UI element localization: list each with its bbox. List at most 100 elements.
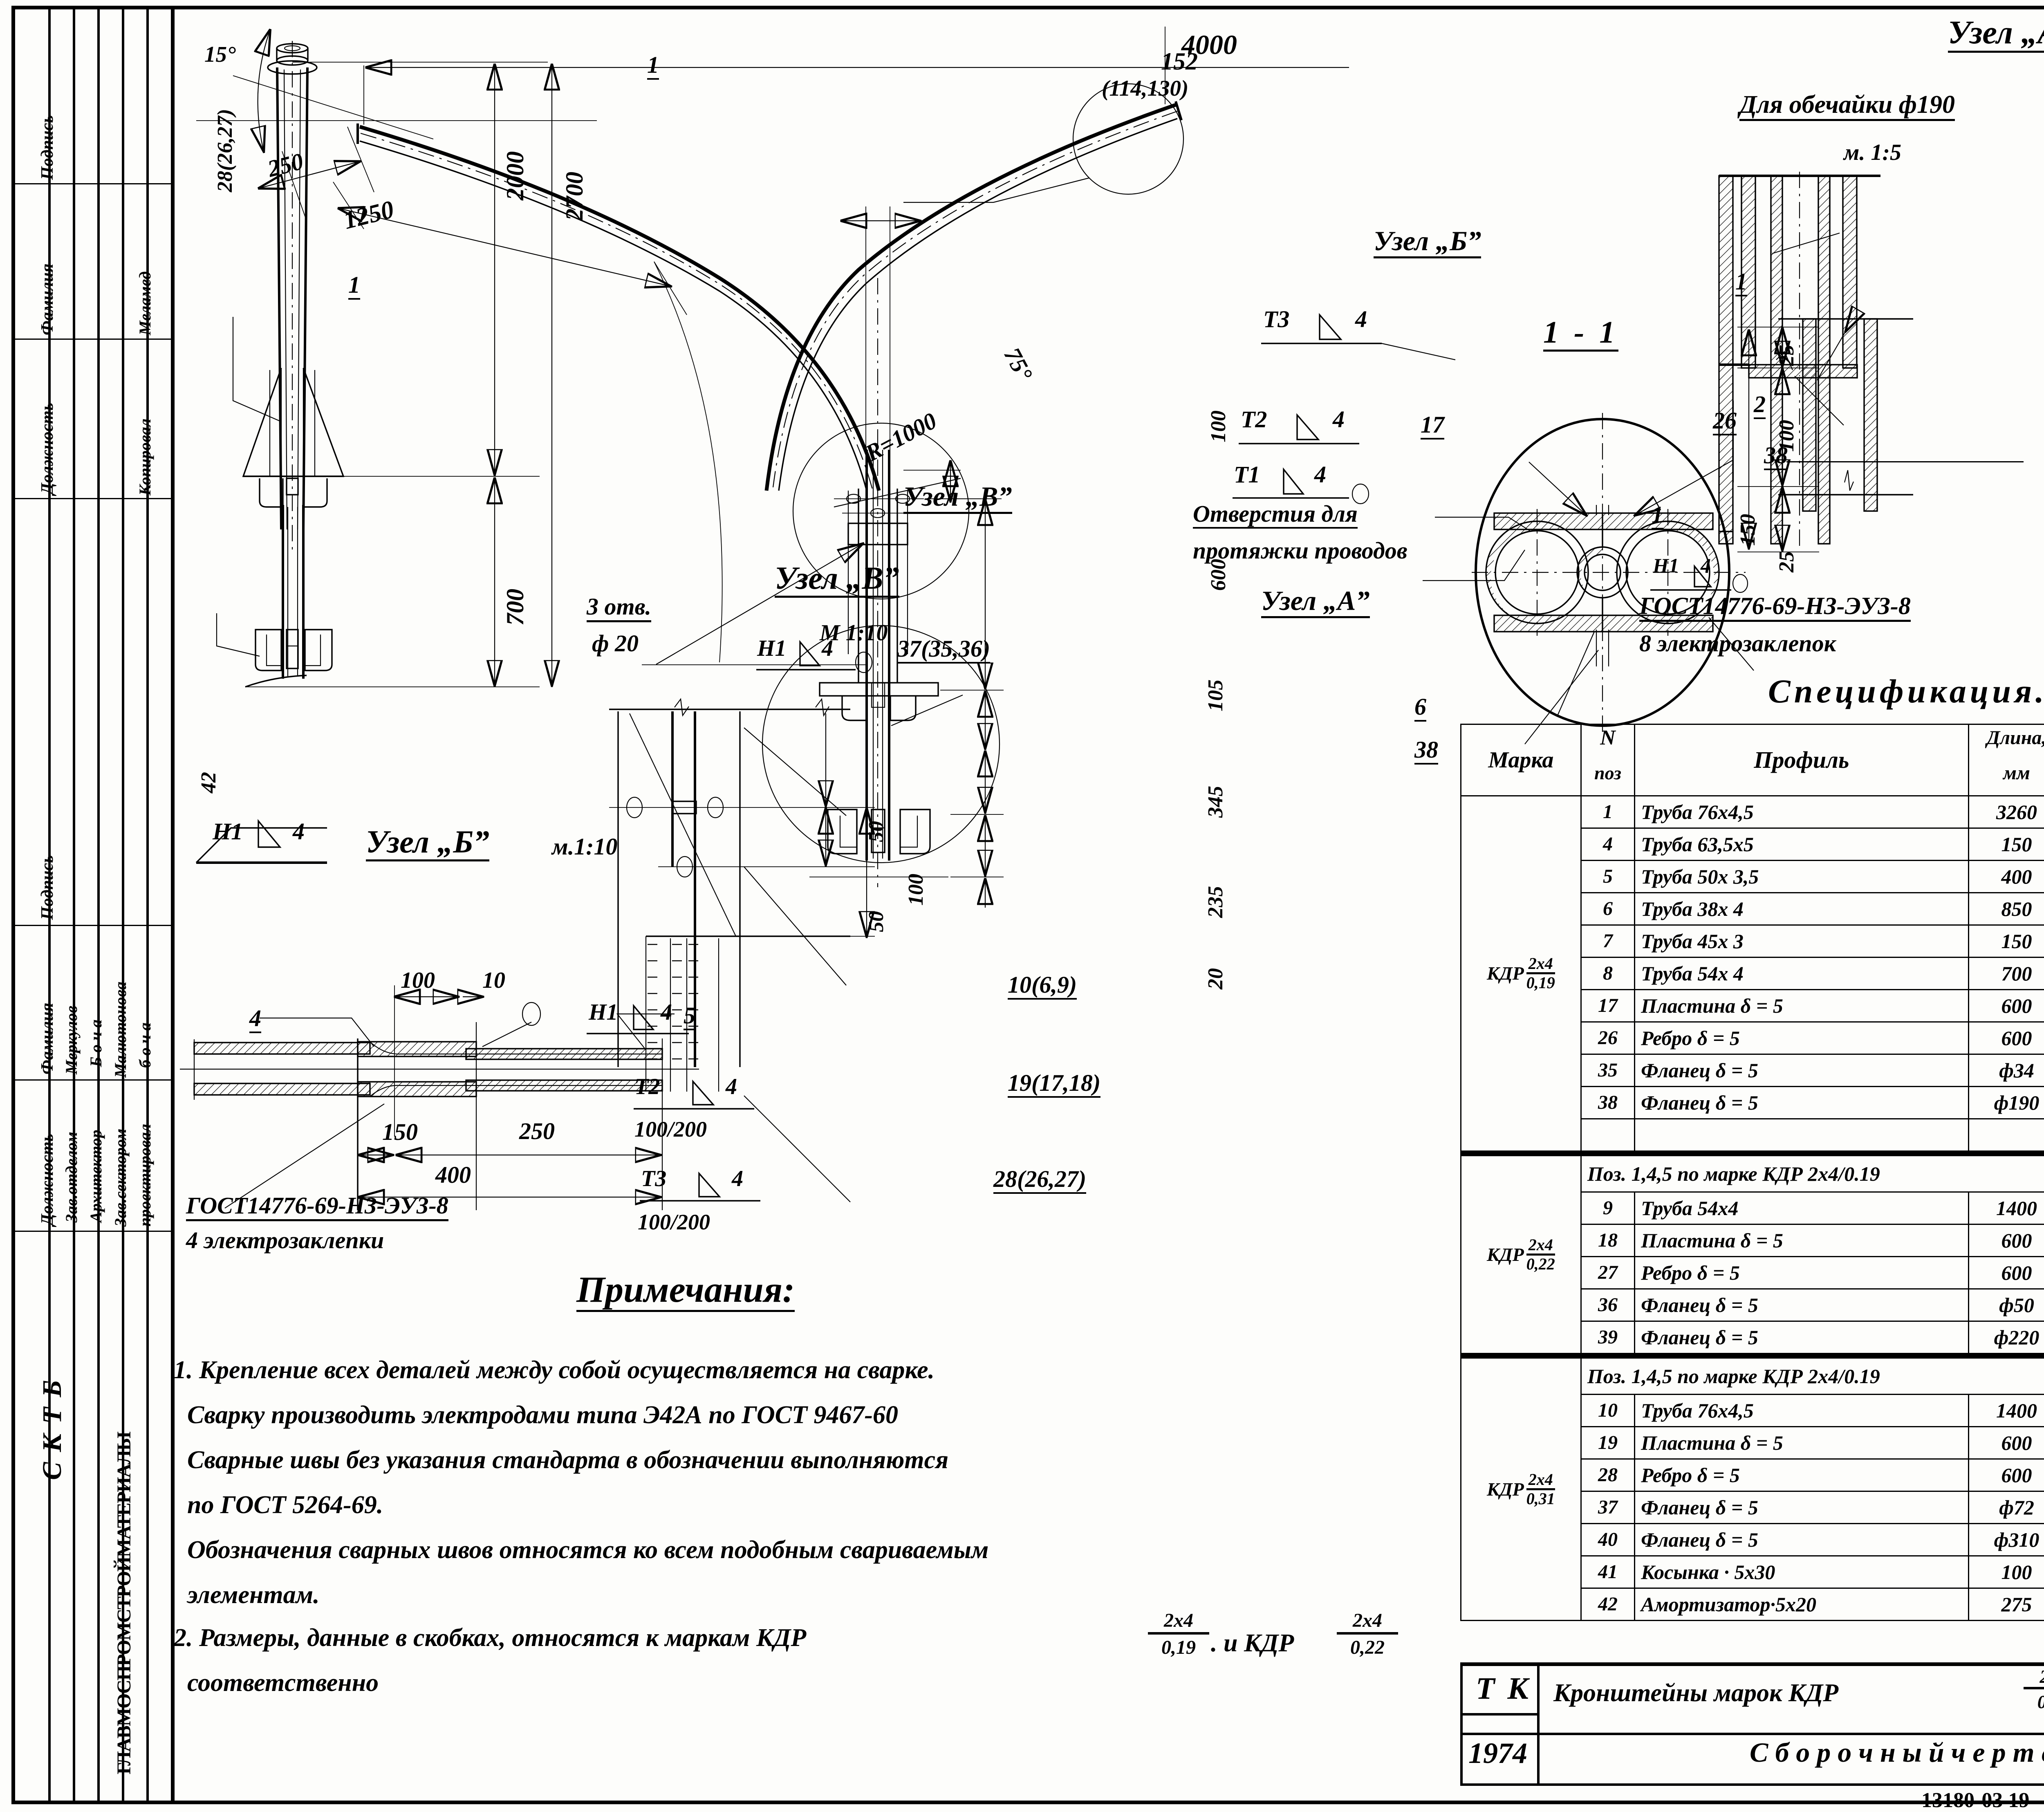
- left-strip-row-6: [11, 1231, 171, 1232]
- weld-symbol-h1-pole: [195, 819, 327, 864]
- dim-label-152-alt: (114,130): [1102, 76, 1189, 101]
- note2-fraction-1: 2х4 0,19: [1148, 1611, 1209, 1657]
- spec-cell-poz: 28: [1580, 1458, 1636, 1492]
- note2-f2-bar: [1337, 1632, 1398, 1635]
- spec-group-separator: [1460, 1150, 2044, 1156]
- callout-pos28-main: 28(26,27): [213, 109, 237, 192]
- spec-cell-length: 1400: [1968, 1191, 2044, 1225]
- spec-cell-profile: Труба 54х4: [1634, 1191, 1969, 1225]
- section-11-weld-n: 4: [1701, 554, 1711, 577]
- spec-cell-length: 600: [1968, 1223, 2044, 1257]
- node-v-weld-n: 4: [822, 636, 833, 661]
- spec-cell-profile: Фланец δ = 5: [1634, 1288, 1969, 1322]
- spec-cell-profile: Амортизатор·5х20: [1634, 1587, 1969, 1621]
- note2-pre: 2. Размеры, данные в скобках, относятся …: [174, 1624, 807, 1652]
- spec-summary-text: Поз. 1,4,5 по марке КДР 2х4/0.19: [1580, 1155, 2044, 1193]
- titleblock-top-border: [1460, 1662, 2044, 1666]
- spec-cell-poz: 40: [1580, 1523, 1636, 1556]
- node-v-pos19: 19(17,18): [1008, 1071, 1101, 1098]
- section-11-t2-n: 4: [1333, 406, 1345, 433]
- spec-header-dlina-1: Длина,: [1968, 724, 2044, 751]
- section-11-drawing: [1423, 413, 1754, 745]
- left-strip-divider-5: [146, 6, 149, 1801]
- spec-cell-poz: 10: [1580, 1393, 1636, 1427]
- dim-label-15deg: 15°: [204, 42, 236, 67]
- leader-pos28: [232, 317, 280, 422]
- node-b-dim-150: 150: [382, 1119, 418, 1145]
- spec-cell-length: 600: [1968, 1021, 2044, 1055]
- weld-symbol-t2-section: [1239, 413, 1359, 444]
- node-v-dim-100: 100: [904, 874, 928, 906]
- spec-cell-profile: Фланец δ = 5: [1634, 1490, 1969, 1524]
- node-v-pos37: 37(35,36): [897, 637, 991, 664]
- spec-header-row-2: поз мм шт детали всех марки: [1461, 751, 2044, 796]
- note-line-5: элементам.: [187, 1581, 320, 1609]
- left-name-3: Малютонова: [111, 981, 130, 1078]
- node-a-v0-pos-top: 1: [1735, 270, 1747, 296]
- dim-label-2000: 2000: [502, 151, 529, 200]
- spec-cell-length: 850: [1968, 892, 2044, 926]
- leader-pos42: [216, 613, 260, 657]
- left-name-4: б о ч а: [136, 1023, 154, 1068]
- specification-table: Марка N Профиль Длина, Кол., Масса, кг П…: [1460, 724, 2044, 1621]
- node-a-v0-pos-lower: 2: [1754, 392, 1766, 419]
- label-node-v-lead: Узел „В”: [903, 482, 1012, 514]
- spec-cell-poz: 41: [1580, 1555, 1636, 1589]
- weld-symbol-h1-node-b: [587, 1004, 689, 1034]
- spec-marka-label: КДР: [1487, 1244, 1524, 1265]
- radius-line: [656, 544, 863, 665]
- node-v-t3-n: 4: [732, 1166, 743, 1191]
- spec-cell-length: 275: [1968, 1587, 2044, 1621]
- spec-cell-poz: 18: [1580, 1223, 1636, 1257]
- left-label-dolzhnost-1: Должность: [38, 402, 57, 495]
- note2-f2-num: 2х4: [1353, 1610, 1382, 1631]
- spec-cell-poz: 35: [1580, 1053, 1636, 1087]
- spec-marka-label: КДР: [1487, 963, 1524, 984]
- node-b-dim-10: 10: [482, 968, 505, 993]
- weld-h1-num-pole: 4: [293, 818, 305, 845]
- spec-cell-poz: 6: [1580, 892, 1636, 926]
- node-a-variant-0-caption: Для обечайки ф190: [1739, 92, 1955, 121]
- label-node-b-lead: Узел „Б”: [1374, 227, 1481, 258]
- left-copy-role: Копировал: [136, 418, 154, 496]
- spec-cell-poz: 42: [1580, 1587, 1636, 1621]
- left-strip-row-2: [11, 339, 171, 340]
- weld-symbol-t3-section: [1261, 313, 1456, 361]
- tb-f1-den: 0,19: [2024, 1693, 2044, 1711]
- node-v-holes: 3 отв.: [587, 595, 652, 622]
- left-role-3: Зав.сектором: [111, 1128, 130, 1227]
- note-line-4: Обозначения сварных швов относятся ко вс…: [187, 1536, 989, 1564]
- left-role-1: Зав.отделом: [62, 1132, 81, 1222]
- frame-left: [11, 6, 15, 1804]
- left-org-full: ГЛАВМОСПРОМСТРОЙМАТЕРИАЛЫ: [113, 1432, 135, 1774]
- spec-cell-length: 150: [1968, 924, 2044, 958]
- dim-label-20: 20: [1204, 968, 1227, 989]
- titleblock-left-border: [1460, 1662, 1463, 1784]
- node-b-dim-400: 400: [435, 1162, 471, 1188]
- titleblock-year: 1974: [1468, 1737, 1527, 1769]
- node-b-pos4: 4: [249, 1007, 261, 1033]
- node-v-hole-dia: ф 20: [592, 630, 639, 657]
- spec-cell-length: 1400: [1968, 1393, 2044, 1427]
- dim-label-4000: 4000: [1181, 29, 1237, 60]
- left-name-1: Меркулов: [62, 1005, 81, 1074]
- spec-cell-poz: 4: [1580, 827, 1636, 861]
- left-label-dolzhnost-2: Должность: [38, 1133, 57, 1226]
- spec-cell-poz: 1: [1580, 795, 1636, 829]
- section-11-t1: Т1: [1234, 461, 1260, 488]
- pole-elevation: [242, 41, 345, 688]
- note2-fraction-2: 2х4 0,22: [1337, 1611, 1398, 1657]
- left-label-podpis-1: Подпись: [38, 115, 57, 180]
- node-a-variant-0-drawing: [1718, 172, 1880, 548]
- node-v-t2-f: 100/200: [634, 1117, 707, 1141]
- spec-group-separator: [1460, 1352, 2044, 1359]
